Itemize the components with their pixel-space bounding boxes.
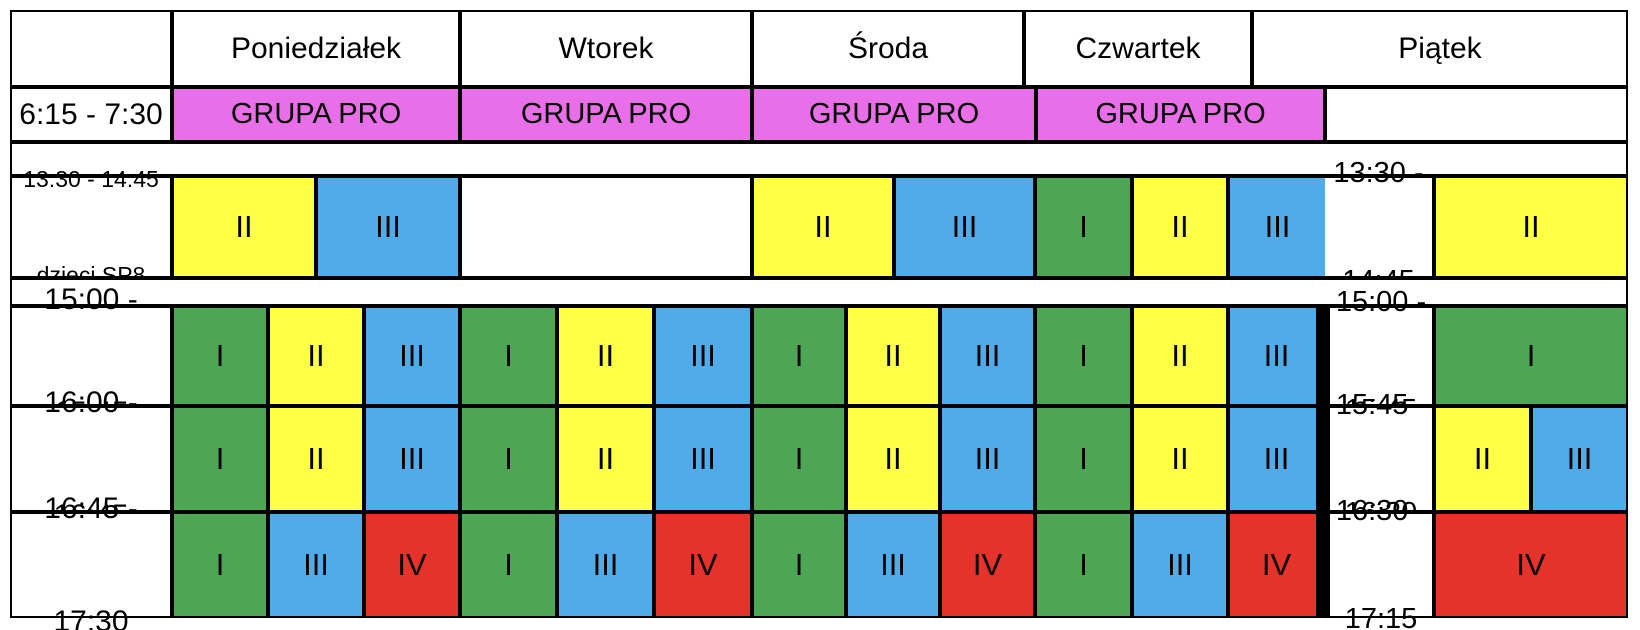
cell-1645-wednesday-group-iv: IV (940, 512, 1035, 618)
cell-1500-tuesday-group-i: I (460, 306, 557, 406)
time-label-1600-line1: 16:00 - (44, 386, 138, 419)
time-label-friday-1630-text: 16:30 - 17:15 (1336, 420, 1426, 630)
cell-grupa-pro-wednesday: GRUPA PRO (752, 87, 1036, 142)
time-label-friday-1545-line1: 15:45 - (1335, 388, 1427, 421)
cell-sp8-friday-group-ii: II (1434, 176, 1628, 278)
time-label-friday-1630: 16:30 - 17:15 (1330, 495, 1434, 630)
cell-1500-friday-group-i: I (1434, 306, 1628, 406)
time-label-1500-line1: 15:00 - (44, 283, 138, 316)
cell-1600-monday-group-iii: III (364, 406, 460, 512)
day-header-tuesday: Wtorek (460, 10, 752, 87)
cell-1600-tuesday-group-iii: III (654, 406, 752, 512)
cell-1645-tuesday-group-iii: III (557, 512, 654, 618)
header-corner-cell (10, 10, 172, 87)
cell-1600-thursday-group-iii: III (1228, 406, 1325, 512)
cell-1645-wednesday-group-i: I (752, 512, 846, 618)
day-header-wednesday: Środa (752, 10, 1024, 87)
cell-1500-monday-group-ii: II (268, 306, 364, 406)
cell-1600-tuesday-group-ii: II (557, 406, 654, 512)
cell-1545-friday-group-iii: III (1531, 406, 1628, 512)
cell-sp8-thursday-group-ii: II (1132, 176, 1228, 278)
cell-1645-monday-group-iv: IV (364, 512, 460, 618)
time-label-friday-1630-line2: 17:15 (1344, 603, 1418, 630)
cell-sp8-tuesday-empty (460, 176, 752, 278)
spacer-row-1 (10, 142, 1628, 176)
day-header-friday: Piątek (1252, 10, 1628, 87)
time-label-1645-line2: 17:30 (53, 604, 129, 630)
friday-separator-bar (1316, 306, 1330, 618)
cell-1600-monday-group-i: I (172, 406, 268, 512)
cell-1500-tuesday-group-ii: II (557, 306, 654, 406)
cell-sp8-monday-group-ii: II (172, 176, 316, 278)
time-label-1645-line1: 16:45 - (44, 492, 138, 525)
cell-1645-thursday-group-iii: III (1132, 512, 1228, 618)
cell-1500-monday-group-i: I (172, 306, 268, 406)
cell-1500-monday-group-iii: III (364, 306, 460, 406)
time-label-1645-text: 16:45 - 17:30 (44, 415, 137, 630)
time-label-sp8: 13:30 - 14:45 dzieci SP8 (10, 166, 172, 288)
time-label-friday-1630-line1: 16:30 - (1335, 494, 1427, 527)
cell-1500-tuesday-group-iii: III (654, 306, 752, 406)
cell-1645-thursday-group-i: I (1035, 512, 1132, 618)
cell-morning-friday-empty (1325, 87, 1628, 142)
time-label-friday-1545: 15:45 - 16:30 (1330, 389, 1434, 529)
time-label-sp8-line1: 13:30 - 14:45 (23, 165, 159, 192)
cell-1645-wednesday-group-iii: III (846, 512, 940, 618)
cell-1630-friday-group-iv: IV (1434, 512, 1628, 618)
time-label-sp8-friday-line1: 13:30 - (1333, 156, 1424, 189)
cell-1500-thursday-group-ii: II (1132, 306, 1228, 406)
cell-1645-monday-group-i: I (172, 512, 268, 618)
time-label-morning: 6:15 - 7:30 (10, 87, 172, 142)
cell-sp8-monday-group-iii: III (316, 176, 460, 278)
cell-1600-wednesday-group-i: I (752, 406, 846, 512)
cell-1500-wednesday-group-iii: III (940, 306, 1035, 406)
day-header-monday: Poniedziałek (172, 10, 460, 87)
cell-1500-thursday-group-iii: III (1228, 306, 1325, 406)
cell-1500-wednesday-group-ii: II (846, 306, 940, 406)
cell-1500-wednesday-group-i: I (752, 306, 846, 406)
cell-1545-friday-group-ii: II (1434, 406, 1531, 512)
spacer-row-2 (10, 278, 1628, 306)
cell-1645-tuesday-group-iv: IV (654, 512, 752, 618)
cell-sp8-thursday-group-iii: III (1228, 176, 1325, 278)
cell-1645-monday-group-iii: III (268, 512, 364, 618)
cell-grupa-pro-thursday: GRUPA PRO (1036, 87, 1325, 142)
cell-1600-tuesday-group-i: I (460, 406, 557, 512)
cell-grupa-pro-monday: GRUPA PRO (172, 87, 460, 142)
cell-1645-tuesday-group-i: I (460, 512, 557, 618)
cell-1600-wednesday-group-iii: III (940, 406, 1035, 512)
cell-grupa-pro-tuesday: GRUPA PRO (460, 87, 752, 142)
cell-1645-thursday-group-iv: IV (1228, 512, 1325, 618)
cell-1500-thursday-group-i: I (1035, 306, 1132, 406)
time-label-friday-1500-line1: 15:00 - (1335, 285, 1427, 318)
cell-sp8-wednesday-group-ii: II (752, 176, 894, 278)
day-header-thursday: Czwartek (1024, 10, 1252, 87)
cell-sp8-wednesday-group-iii: III (894, 176, 1035, 278)
time-label-1600: 16:00 - 16:45 (10, 386, 172, 532)
cell-1600-thursday-group-ii: II (1132, 406, 1228, 512)
cell-1600-thursday-group-i: I (1035, 406, 1132, 512)
time-label-1645: 16:45 - 17:30 (10, 492, 172, 630)
cell-1600-wednesday-group-ii: II (846, 406, 940, 512)
cell-sp8-thursday-group-i: I (1035, 176, 1132, 278)
time-label-sp8-text: 13:30 - 14:45 dzieci SP8 (23, 98, 159, 356)
cell-1600-monday-group-ii: II (268, 406, 364, 512)
